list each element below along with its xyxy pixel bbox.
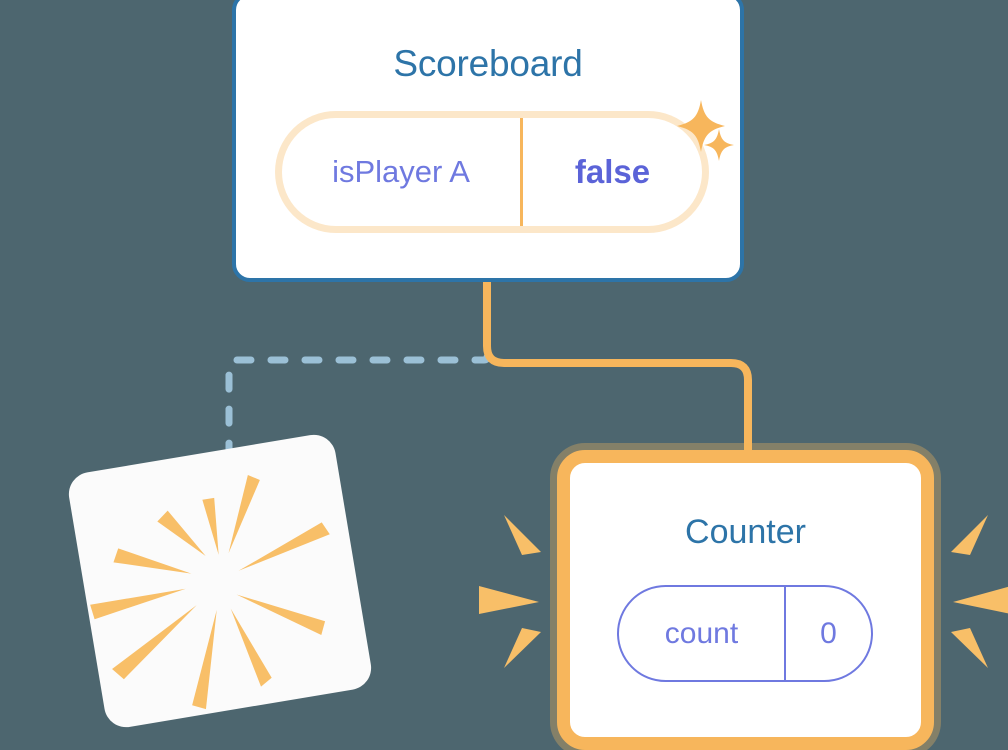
flash-card-burst-rays [90, 474, 330, 710]
node-card-scoreboard[interactable]: Scoreboard isPlayer A false [232, 0, 744, 282]
burst-ray [504, 628, 541, 668]
burst-ray [479, 586, 539, 614]
burst-ray [953, 586, 1008, 614]
counter-title: Counter [685, 513, 806, 551]
sparkle-icon [677, 100, 725, 152]
counter-state-pill[interactable]: count 0 [617, 585, 873, 682]
flash-card[interactable] [65, 431, 375, 731]
pill-divider [784, 587, 786, 680]
scoreboard-state-value: false [574, 153, 651, 190]
counter-state-value: 0 [820, 616, 837, 650]
burst-ray [202, 497, 219, 555]
counter-state-key: count [664, 616, 739, 650]
burst-ray [236, 594, 326, 636]
burst-ray [112, 605, 197, 680]
burst-ray [238, 522, 330, 571]
connector-scoreboard-to-counter [483, 278, 752, 470]
burst-ray [192, 609, 217, 710]
burst-ray [951, 515, 988, 555]
scoreboard-state-pill[interactable]: isPlayer A false [282, 118, 702, 226]
pill-divider [520, 118, 523, 226]
scoreboard-title: Scoreboard [393, 43, 583, 84]
burst-ray [90, 588, 186, 620]
burst-ray [951, 628, 988, 668]
burst-ray [230, 608, 272, 687]
burst-ray [228, 474, 260, 554]
node-card-counter[interactable]: Counter count 0 [557, 450, 934, 750]
sparkle-icon [704, 129, 734, 161]
burst-ray [504, 515, 541, 555]
scoreboard-state-key: isPlayer A [332, 154, 470, 189]
burst-ray [157, 510, 206, 557]
burst-ray [113, 548, 192, 574]
